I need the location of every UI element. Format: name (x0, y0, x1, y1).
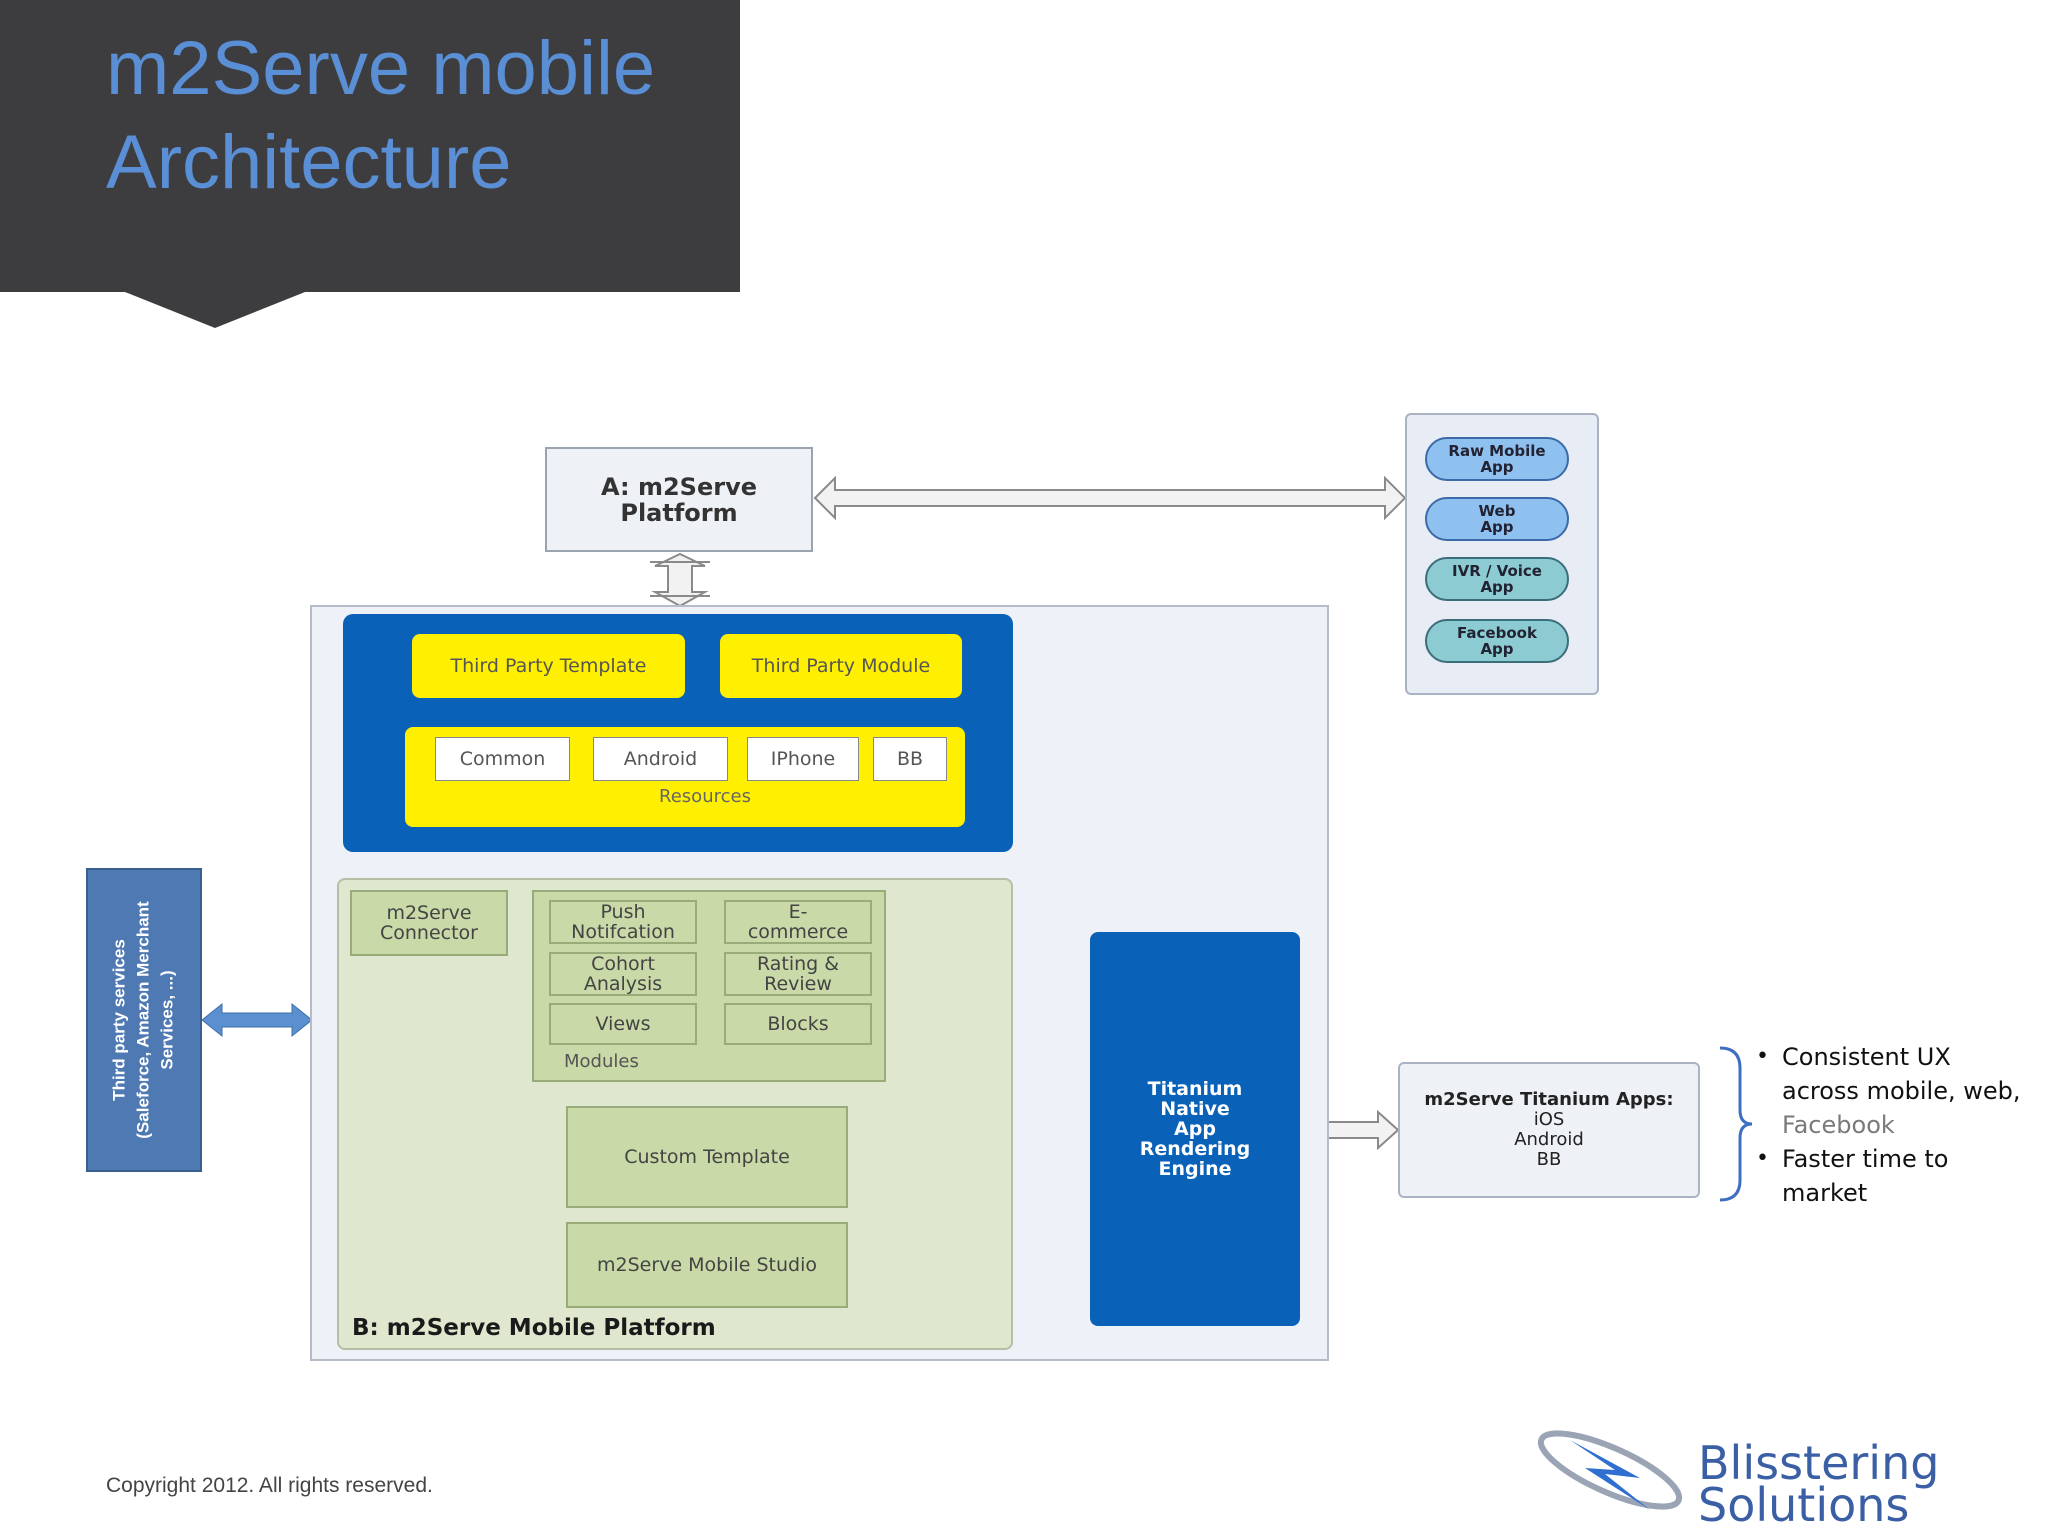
resource-iphone: IPhone (747, 737, 859, 781)
benefits-list: Consistent UX across mobile, web, Facebo… (1752, 1040, 2032, 1210)
platform-a-box: A: m2Serve Platform (545, 447, 813, 552)
module-ecommerce: E-commerce (724, 900, 872, 944)
platform-b-label: B: m2Serve Mobile Platform (352, 1315, 716, 1341)
titanium-apps-title: m2Serve Titanium Apps: (1424, 1089, 1674, 1110)
module-label: Notifcation (571, 921, 675, 943)
module-label: Push (600, 901, 646, 923)
client-app-label: Raw Mobile (1448, 442, 1546, 460)
connector-label: Connector (380, 922, 478, 944)
benefit-text: Consistent UX across mobile, web, (1782, 1043, 2021, 1105)
titanium-apps-box: m2Serve Titanium Apps: iOS Android BB (1398, 1062, 1700, 1198)
titanium-engine-line: App (1174, 1118, 1216, 1140)
connector-label: m2Serve (386, 902, 472, 924)
titanium-engine-box: Titanium Native App Rendering Engine (1090, 932, 1300, 1326)
client-app-label: Web (1478, 502, 1516, 520)
custom-template-box: Custom Template (566, 1106, 848, 1208)
third-party-template-box: Third Party Template (412, 634, 685, 698)
logo-line2: Solutions (1698, 1478, 1910, 1532)
titanium-apps-platform: BB (1536, 1149, 1562, 1170)
slide-title-line2: Architecture (106, 120, 512, 205)
titanium-apps-platform: iOS (1533, 1109, 1565, 1130)
logo-swoosh-icon (1537, 1430, 1683, 1510)
module-label: Cohort (591, 953, 655, 975)
platform-a-line1: A: m2Serve (601, 472, 757, 501)
benefit-text: Faster time to market (1782, 1145, 1949, 1207)
client-app-label: App (1480, 640, 1514, 658)
slide-title-line1: m2Serve mobile (106, 26, 656, 111)
client-app-label: App (1480, 518, 1514, 536)
modules-label: Modules (564, 1051, 639, 1072)
third-party-services-line2: (Saleforce, Amazon Merchant (134, 901, 153, 1139)
copyright-text: Copyright 2012. All rights reserved. (106, 1474, 433, 1497)
benefit-text-muted: Facebook (1782, 1111, 1895, 1139)
module-label: Rating & (756, 953, 840, 975)
benefit-item: Consistent UX across mobile, web, Facebo… (1752, 1040, 2032, 1142)
titanium-apps-platform: Android (1514, 1129, 1584, 1150)
third-party-services-line1: Third party services (110, 939, 129, 1101)
slide-title: m2Serve mobile Architecture (106, 22, 726, 210)
module-label: Analysis (583, 973, 663, 995)
client-app-label: App (1480, 458, 1514, 476)
title-banner-notch (120, 290, 310, 328)
logo-line1: Blisstering (1698, 1436, 1940, 1490)
third-party-services-box: Third party services (Saleforce, Amazon … (86, 868, 202, 1172)
curly-brace (1719, 1046, 1753, 1202)
arrow-platform-to-apps (813, 475, 1407, 521)
titanium-engine-line: Native (1160, 1098, 1230, 1120)
module-label: commerce (747, 921, 849, 943)
resources-label: Resources (659, 786, 751, 807)
arrow-third-party-services (201, 1002, 313, 1038)
titanium-engine-line: Engine (1158, 1158, 1232, 1180)
company-logo: Blisstering Solutions (1698, 1436, 1940, 1532)
client-app-label: App (1480, 578, 1514, 596)
mobile-studio-box: m2Serve Mobile Studio (566, 1222, 848, 1308)
third-party-services-line3: Services, ...) (158, 970, 177, 1070)
module-label: Review (764, 973, 832, 995)
benefit-item: Faster time to market (1752, 1142, 2032, 1210)
module-label: E- (788, 901, 808, 923)
resource-common: Common (435, 737, 570, 781)
platform-a-line2: Platform (620, 498, 738, 527)
client-app-label: IVR / Voice (1452, 562, 1542, 580)
module-views: Views (549, 1003, 697, 1045)
third-party-module-box: Third Party Module (720, 634, 962, 698)
titanium-engine-line: Rendering (1139, 1138, 1251, 1160)
module-blocks: Blocks (724, 1003, 872, 1045)
title-banner (0, 0, 740, 292)
titanium-engine-line: Titanium (1147, 1078, 1243, 1100)
resource-android: Android (593, 737, 728, 781)
module-rating-review: Rating &Review (724, 952, 872, 996)
arrow-platform-a-to-b (650, 552, 710, 608)
resource-bb: BB (873, 737, 947, 781)
client-app-label: Facebook (1457, 624, 1537, 642)
